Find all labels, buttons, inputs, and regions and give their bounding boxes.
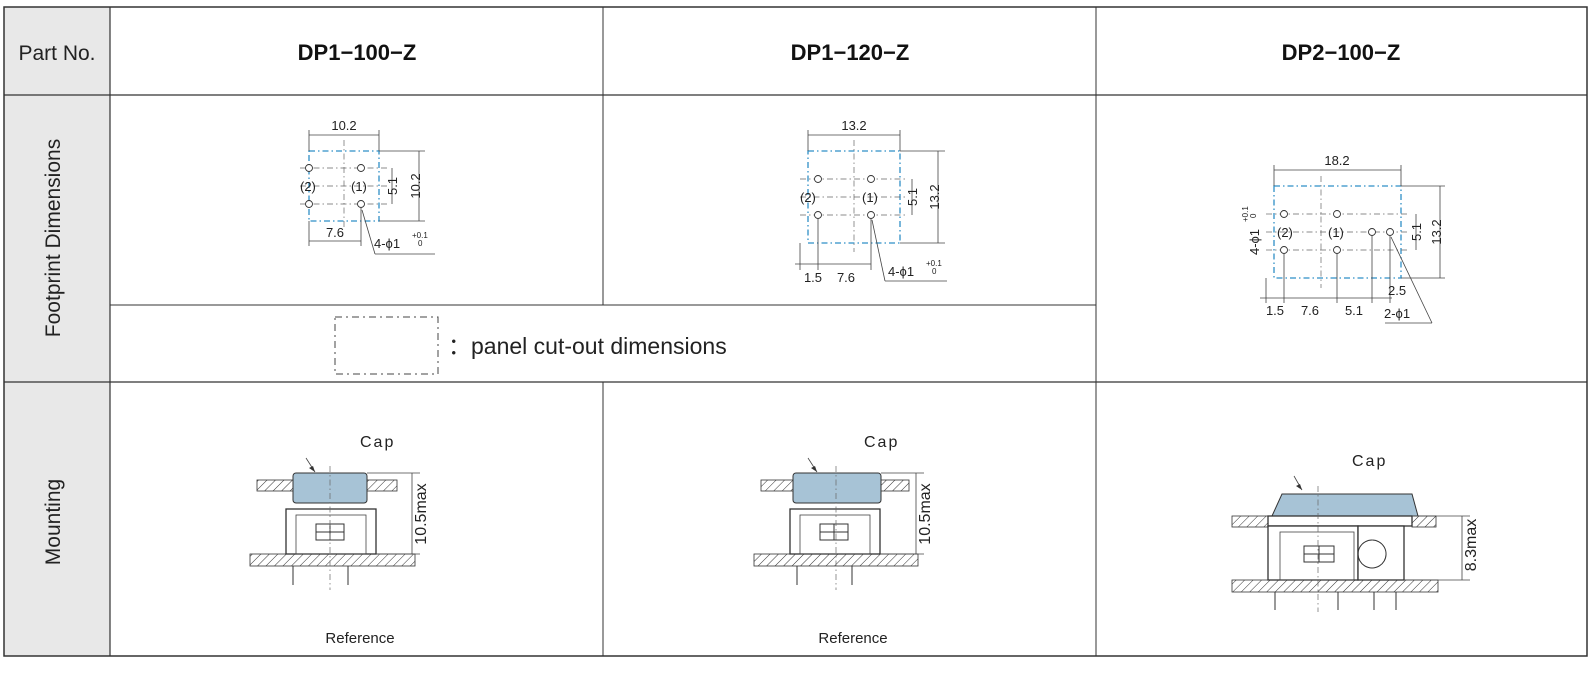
footprint-c-width: 18.2 bbox=[1324, 153, 1349, 168]
footprint-c-hole2: 2-ϕ1 bbox=[1384, 306, 1410, 321]
legend-dash-box bbox=[334, 316, 439, 375]
mounting-drawing-dp2-100-z: Cap 8.3max bbox=[1231, 453, 1480, 612]
mounting-b-cap-label: Cap bbox=[864, 434, 899, 451]
footprint-c-hole: 4-ϕ1 bbox=[1247, 229, 1262, 255]
footprint-c-edge2: 2.5 bbox=[1388, 283, 1406, 298]
part-header-dp1-120-z: DP1−120−Z bbox=[791, 40, 910, 65]
mounting-drawing-dp1-120-z: Cap 10.5max Reference bbox=[753, 434, 934, 647]
footprint-a-offset: 7.6 bbox=[326, 225, 344, 240]
footprint-a-tol-zero: 0 bbox=[418, 239, 423, 248]
footprint-b-tol-zero: 0 bbox=[932, 267, 937, 276]
footprint-b-hole: 4-ϕ1 bbox=[888, 264, 914, 279]
mounting-label: Mounting bbox=[42, 479, 65, 565]
mounting-c-cap-label: Cap bbox=[1352, 453, 1387, 470]
footprint-c-edge: 1.5 bbox=[1266, 303, 1284, 318]
footprint-a-pin1: (1) bbox=[351, 179, 367, 194]
part-header-dp1-100-z: DP1−100−Z bbox=[298, 40, 417, 65]
part-no-label: Part No. bbox=[18, 42, 95, 65]
footprint-c-height: 13.2 bbox=[1429, 219, 1444, 244]
footprint-b-tol-plus: +0.1 bbox=[926, 259, 942, 268]
footprint-b-pin1: (1) bbox=[862, 190, 878, 205]
mounting-c-height: 8.3max bbox=[1463, 519, 1480, 571]
legend: ：panel cut-out dimensions bbox=[334, 316, 727, 375]
footprint-b-pitch: 5.1 bbox=[905, 188, 920, 206]
part-header-dp2-100-z: DP2−100−Z bbox=[1282, 40, 1401, 65]
footprint-a-pin2: (2) bbox=[300, 179, 316, 194]
footprint-c-spacing: 5.1 bbox=[1345, 303, 1363, 318]
footprint-drawing-dp1-120-z: 13.2 13.2 5.1 1.5 7.6 (2) (1) 4-ϕ1 +0.1 … bbox=[795, 118, 947, 285]
footprint-a-tol-plus: +0.1 bbox=[412, 231, 428, 240]
footprint-c-tol-zero: 0 bbox=[1249, 213, 1258, 218]
footprint-drawing-dp2-100-z: 18.2 13.2 5.1 1.5 7.6 5.1 2.5 2-ϕ1 (2) (… bbox=[1241, 153, 1445, 324]
mounting-a-height: 10.5max bbox=[413, 483, 430, 544]
footprint-c-pin1: (1) bbox=[1328, 225, 1344, 240]
legend-text: ：panel cut-out dimensions bbox=[448, 333, 727, 359]
footprint-b-pin2: (2) bbox=[800, 190, 816, 205]
footprint-c-tol-plus: +0.1 bbox=[1241, 206, 1250, 222]
label-column-background bbox=[4, 7, 110, 656]
mounting-b-height: 10.5max bbox=[917, 483, 934, 544]
footprint-c-offset: 7.6 bbox=[1301, 303, 1319, 318]
mounting-b-reference: Reference bbox=[818, 630, 887, 647]
mounting-a-reference: Reference bbox=[325, 630, 394, 647]
mounting-drawing-dp1-100-z: Cap 10.5max Reference bbox=[249, 434, 430, 647]
footprint-b-edge: 1.5 bbox=[804, 270, 822, 285]
footprint-dimensions-label: Footprint Dimensions bbox=[42, 139, 65, 337]
footprint-drawing-dp1-100-z: 10.2 10.2 5.1 7.6 (2) (1) 4-ϕ1 +0.1 0 bbox=[300, 118, 435, 255]
footprint-a-pitch: 5.1 bbox=[385, 177, 400, 195]
footprint-a-hole: 4-ϕ1 bbox=[374, 236, 400, 251]
footprint-c-pin2: (2) bbox=[1277, 225, 1293, 240]
footprint-a-height: 10.2 bbox=[408, 173, 423, 198]
footprint-a-width: 10.2 bbox=[331, 118, 356, 133]
footprint-c-pitch: 5.1 bbox=[1409, 223, 1424, 241]
mounting-a-cap-label: Cap bbox=[360, 434, 395, 451]
footprint-b-width: 13.2 bbox=[841, 118, 866, 133]
spec-table-grid bbox=[3, 6, 1588, 657]
footprint-b-height: 13.2 bbox=[927, 184, 942, 209]
footprint-b-offset: 7.6 bbox=[837, 270, 855, 285]
